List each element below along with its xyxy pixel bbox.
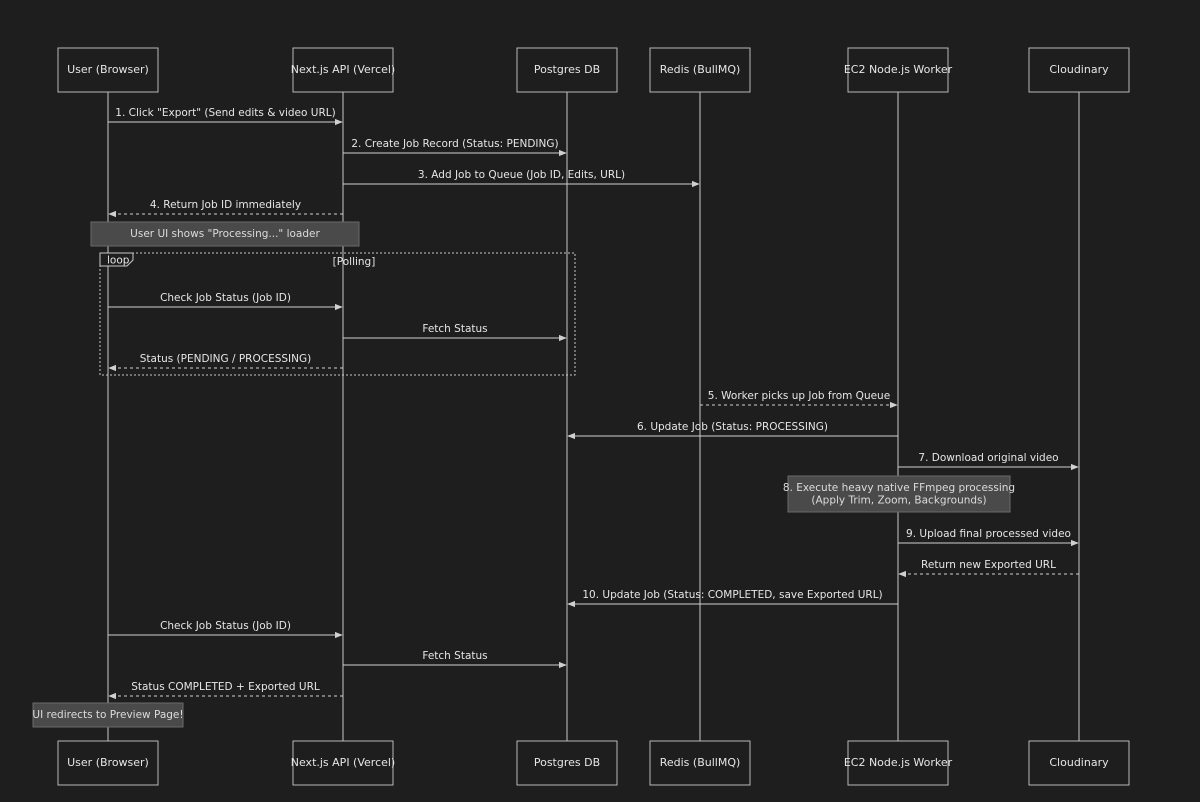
actor-box: [1028, 740, 1130, 786]
note-text: User UI shows "Processing..." loader: [130, 228, 320, 240]
note-box: [32, 702, 184, 728]
actor-db-top: Postgres DB: [516, 47, 618, 93]
actor-api-top: Next.js API (Vercel): [291, 47, 395, 93]
message-11: 9. Upload final processed video: [898, 528, 1079, 547]
actor-box: [292, 47, 394, 93]
note: UI redirects to Preview Page!: [32, 702, 184, 728]
note-text: UI redirects to Preview Page!: [32, 709, 183, 721]
note-box: [787, 475, 1011, 513]
note-text: 8. Execute heavy native FFmpeg processin…: [783, 482, 1015, 494]
loop-tab: [99, 252, 134, 267]
actor-api-bottom: Next.js API (Vercel): [291, 740, 395, 786]
note: User UI shows "Processing..." loader: [90, 221, 360, 247]
actor-label: Next.js API (Vercel): [291, 756, 395, 769]
actor-label: Postgres DB: [534, 756, 600, 769]
actor-label: Redis (BullMQ): [660, 756, 741, 769]
message-2: 2. Create Job Record (Status: PENDING): [343, 138, 567, 157]
actor-box: [292, 740, 394, 786]
message-1: 1. Click "Export" (Send edits & video UR…: [108, 107, 343, 126]
actor-box: [847, 740, 949, 786]
message-4: 4. Return Job ID immediately: [108, 199, 343, 218]
message-10: 7. Download original video: [898, 452, 1079, 471]
message-16: Status COMPLETED + Exported URL: [108, 681, 343, 700]
actor-label: EC2 Node.js Worker: [844, 63, 953, 76]
message-label: Check Job Status (Job ID): [160, 292, 291, 304]
message-label: 1. Click "Export" (Send edits & video UR…: [115, 107, 335, 119]
loop-condition: [Polling]: [333, 256, 376, 268]
note-box: [90, 221, 360, 247]
actor-user-top: User (Browser): [57, 47, 159, 93]
actor-worker-top: EC2 Node.js Worker: [844, 47, 953, 93]
message-12: Return new Exported URL: [898, 559, 1079, 578]
actor-label: Postgres DB: [534, 63, 600, 76]
actor-label: Cloudinary: [1049, 63, 1109, 76]
message-label: 3. Add Job to Queue (Job ID, Edits, URL): [418, 169, 625, 181]
actor-cdn-bottom: Cloudinary: [1028, 740, 1130, 786]
message-label: Status (PENDING / PROCESSING): [140, 353, 311, 365]
message-14: Check Job Status (Job ID): [108, 620, 343, 639]
actor-box: [57, 47, 159, 93]
actor-label: Redis (BullMQ): [660, 63, 741, 76]
message-label: 9. Upload final processed video: [906, 528, 1071, 540]
actor-label: Next.js API (Vercel): [291, 63, 395, 76]
actor-box: [1028, 47, 1130, 93]
message-label: 6. Update Job (Status: PROCESSING): [637, 421, 828, 433]
actor-box: [516, 740, 618, 786]
actor-box: [516, 47, 618, 93]
message-15: Fetch Status: [343, 650, 567, 669]
message-label: Fetch Status: [422, 323, 487, 335]
actor-worker-bottom: EC2 Node.js Worker: [844, 740, 953, 786]
message-label: 4. Return Job ID immediately: [150, 199, 301, 211]
message-label: 10. Update Job (Status: COMPLETED, save …: [582, 589, 882, 601]
actor-label: EC2 Node.js Worker: [844, 756, 953, 769]
message-13: 10. Update Job (Status: COMPLETED, save …: [567, 589, 898, 608]
message-7: Status (PENDING / PROCESSING): [108, 353, 343, 372]
actor-box: [57, 740, 159, 786]
message-label: Check Job Status (Job ID): [160, 620, 291, 632]
message-label: Fetch Status: [422, 650, 487, 662]
message-6: Fetch Status: [343, 323, 567, 342]
message-3: 3. Add Job to Queue (Job ID, Edits, URL): [343, 169, 700, 188]
loop-border: [99, 252, 576, 376]
loop-label: loop: [107, 255, 130, 267]
actor-label: User (Browser): [67, 756, 149, 769]
message-5: Check Job Status (Job ID): [108, 292, 343, 311]
message-label: 5. Worker picks up Job from Queue: [708, 390, 890, 402]
message-label: 2. Create Job Record (Status: PENDING): [351, 138, 558, 150]
message-8: 5. Worker picks up Job from Queue: [700, 390, 898, 409]
message-label: Return new Exported URL: [921, 559, 1056, 571]
actor-redis-bottom: Redis (BullMQ): [649, 740, 751, 786]
actor-user-bottom: User (Browser): [57, 740, 159, 786]
loop-frame: loop [Polling]: [99, 252, 576, 376]
actor-label: Cloudinary: [1049, 756, 1109, 769]
actor-label: User (Browser): [67, 63, 149, 76]
actor-box: [847, 47, 949, 93]
actor-box: [649, 47, 751, 93]
actor-cdn-top: Cloudinary: [1028, 47, 1130, 93]
message-label: 7. Download original video: [918, 452, 1058, 464]
note-text: (Apply Trim, Zoom, Backgrounds): [811, 494, 986, 506]
note: 8. Execute heavy native FFmpeg processin…: [783, 475, 1015, 513]
actor-redis-top: Redis (BullMQ): [649, 47, 751, 93]
message-label: Status COMPLETED + Exported URL: [131, 681, 320, 693]
actor-box: [649, 740, 751, 786]
actor-db-bottom: Postgres DB: [516, 740, 618, 786]
message-9: 6. Update Job (Status: PROCESSING): [567, 421, 898, 440]
